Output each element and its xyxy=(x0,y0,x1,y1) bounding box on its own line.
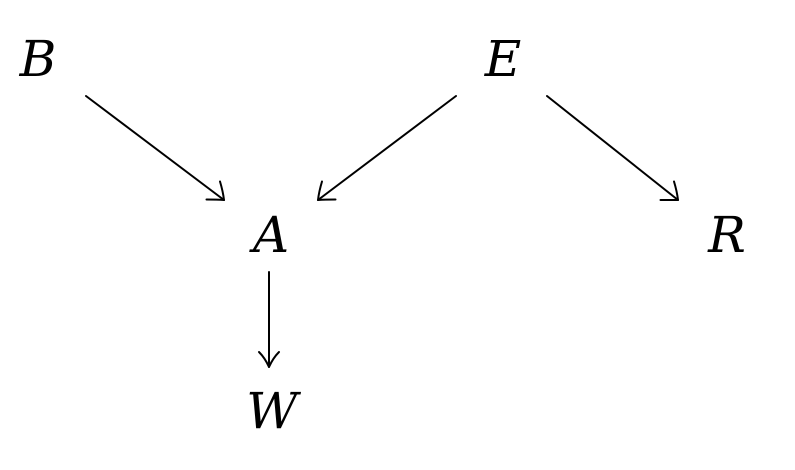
node-a: A xyxy=(249,206,289,264)
edge-b-to-a xyxy=(85,95,225,201)
edge-a-to-w xyxy=(258,271,280,368)
node-w: W xyxy=(246,382,301,440)
edge-e-to-a xyxy=(317,95,457,201)
edge-e-to-r xyxy=(546,95,679,201)
node-e: E xyxy=(484,30,522,88)
node-b: B xyxy=(19,30,57,88)
node-r: R xyxy=(707,206,746,264)
